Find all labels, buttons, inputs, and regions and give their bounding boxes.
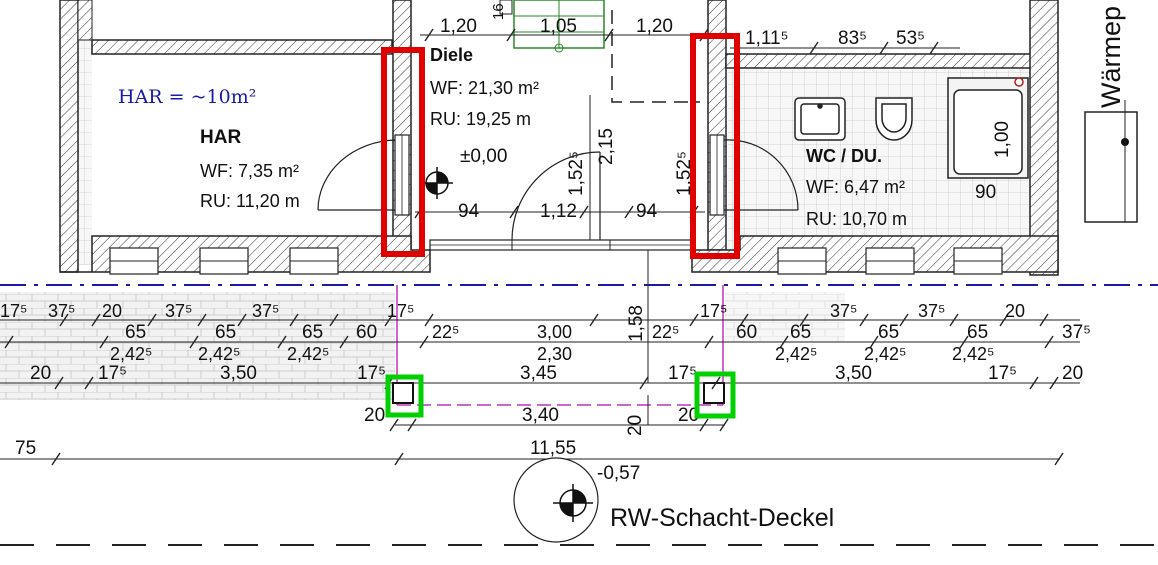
dim-r2-6: 65: [878, 322, 899, 343]
dim-r2-7: 65: [967, 322, 988, 343]
waermepumpe-label: Wärmep: [1096, 6, 1126, 108]
har-ru: RU: 11,20 m: [200, 191, 300, 211]
dim-door-top-right: 1,20: [636, 16, 673, 37]
diele-room-name: Diele: [430, 45, 473, 65]
dim-row-2b: 2,42⁵ 2,42⁵ 2,42⁵ 2,30 2,42⁵ 2,42⁵ 2,42⁵: [110, 344, 995, 364]
dim-94-left: 94: [458, 201, 480, 222]
shaft-level: -0,57: [597, 463, 640, 484]
dim-row-4: 20 3,40 20 20: [364, 405, 699, 436]
dim-r2-4: 60: [736, 322, 757, 343]
dim-r3-7: 17⁵: [988, 363, 1017, 384]
dim-stair-width: 1,05: [540, 16, 577, 37]
dim-r1-1: 37⁵: [48, 301, 75, 321]
dim-r3-5: 17⁵: [668, 363, 697, 384]
dim-r1-4: 37⁵: [252, 301, 279, 321]
wc-room-name: WC / DU.: [806, 146, 882, 166]
dim-r1-9: 20: [1005, 301, 1025, 321]
dim-r3-1: 17⁵: [98, 363, 127, 384]
red-marker-left-wall: [381, 47, 425, 257]
dim-r3-2: 3,50: [220, 363, 257, 384]
dim-r2-8: 37⁵: [1062, 322, 1091, 343]
wall-openings: [394, 134, 725, 216]
dimension-ticks: [4, 28, 1064, 466]
dim-r3-0: 20: [30, 363, 51, 384]
dim-v-152-left: 1,52⁵: [566, 151, 587, 196]
dim-r2-3: 60: [356, 322, 377, 343]
dim-total: 11,55: [530, 438, 576, 459]
dim-r2-2: 65: [302, 322, 323, 343]
dim-row-3: 20 17⁵ 3,50 17⁵ 3,45 17⁵ 3,50 17⁵ 20: [30, 363, 1083, 384]
dim-row-2: 65 65 65 60 60 65 65 65 37⁵: [125, 322, 1091, 343]
dim-r4-2: 20: [625, 415, 646, 436]
dim-v-215: 2,15: [596, 128, 617, 165]
dim-r1-7: 37⁵: [830, 301, 857, 321]
dim-r1-2: 20: [102, 301, 122, 321]
dim-r1-6: 17⁵: [700, 301, 727, 321]
dim-r4-1: 3,40: [522, 405, 559, 426]
dim-94-right: 94: [636, 201, 658, 222]
dim-wc-3: 53⁵: [896, 28, 925, 49]
stair-dashed-outline: [611, 10, 700, 103]
dim-r1m-2: 22⁵: [652, 322, 679, 342]
dim-row-1-mid: 22⁵ 3,00 22⁵: [432, 322, 679, 342]
dim-r3-8: 20: [1062, 363, 1083, 384]
dim-stair-partial: 16: [490, 3, 507, 20]
green-marker-left-column: [385, 374, 424, 418]
stair-outline: [499, 0, 605, 53]
support-columns: [392, 382, 725, 404]
dim-shower-width: 90: [975, 182, 996, 203]
diele-wf: WF: 21,30 m²: [430, 78, 539, 98]
dim-r2b-5: 2,42⁵: [864, 344, 907, 364]
dim-total-left: 75: [15, 438, 36, 459]
dim-r2b-1: 2,42⁵: [198, 344, 241, 364]
dim-r2b-2: 2,42⁵: [287, 344, 330, 364]
har-room-name: HAR: [200, 127, 241, 148]
dim-door-top-left: 1,20: [440, 16, 477, 37]
dim-r4-0: 20: [364, 405, 385, 426]
wc-wf: WF: 6,47 m²: [806, 177, 905, 197]
dim-r3-3: 17⁵: [357, 363, 386, 384]
dimension-lines: [0, 34, 1080, 460]
dim-r2b-6: 2,42⁵: [952, 344, 995, 364]
wc-ru: RU: 10,70 m: [806, 209, 907, 229]
dim-r2-5: 65: [790, 322, 811, 343]
dim-r2b-4: 2,42⁵: [775, 344, 818, 364]
green-marker-right-column: [694, 371, 736, 419]
waermepumpe-unit: Wärmep: [1084, 6, 1138, 223]
dim-v-152-right: 1,52⁵: [674, 151, 695, 196]
dim-r1m-0: 22⁵: [432, 322, 459, 342]
dim-r2b-3: 2,30: [537, 344, 572, 364]
dim-r1-5: 17⁵: [387, 301, 414, 321]
dim-r3-4: 3,45: [520, 363, 557, 384]
dim-r1m-1: 3,00: [537, 322, 572, 342]
red-marker-right-wall: [690, 33, 740, 259]
dim-r3-6: 3,50: [835, 363, 872, 384]
dim-r4-3: 20: [678, 405, 699, 426]
dim-shower-height: 1,00: [992, 121, 1013, 158]
diele-ru: RU: 19,25 m: [430, 109, 531, 129]
diele-level: ±0,00: [460, 146, 507, 167]
dim-r1-3: 37⁵: [165, 301, 192, 321]
har-wf: WF: 7,35 m²: [200, 161, 299, 181]
level-markers: [421, 167, 453, 199]
dim-112: 1,12: [540, 201, 577, 222]
dim-r1-8: 37⁵: [918, 301, 945, 321]
dim-r1-0: 17⁵: [0, 301, 27, 321]
dim-r2b-0: 2,42⁵: [110, 344, 153, 364]
rw-shaft: [513, 457, 599, 543]
dim-v-158: 1,58: [626, 305, 647, 342]
dim-wc-1: 1,11⁵: [745, 28, 788, 49]
wc-sanitary: [794, 77, 1029, 179]
terrace-pavers-right: [725, 292, 845, 342]
highlight-markers: [381, 33, 740, 419]
area-note: HAR = ~10m²: [118, 86, 256, 108]
dim-r2-1: 65: [215, 322, 236, 343]
terrace-pavers: [0, 292, 395, 400]
dim-r2-0: 65: [125, 322, 146, 343]
shaft-label: RW-Schacht-Deckel: [610, 504, 834, 532]
dim-row-1: 17⁵ 37⁵ 20 37⁵ 37⁵ 17⁵ 17⁵ 37⁵ 37⁵ 20: [0, 301, 1025, 321]
dim-wc-2: 83⁵: [838, 28, 867, 49]
